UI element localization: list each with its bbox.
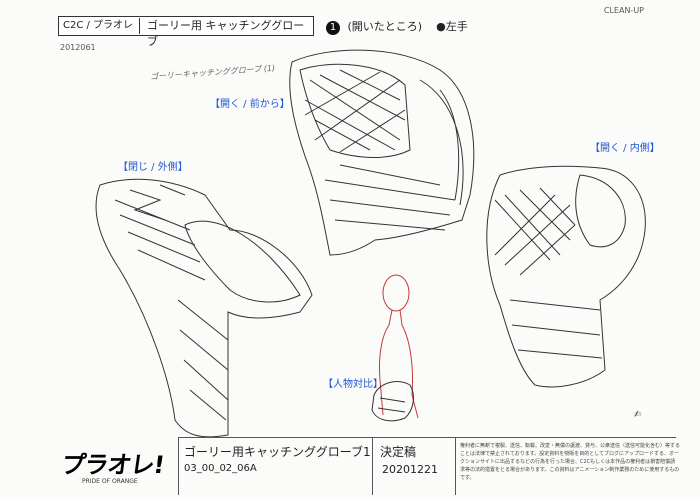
footer-rule (178, 437, 676, 438)
glove-open-inside (486, 165, 646, 388)
footer-divider-1 (178, 437, 179, 495)
label-open-inside: 【開く / 内側】 (590, 143, 660, 154)
clean-up-stamp: CLEAN-UP (603, 6, 644, 15)
label-scale: 【人物対比】 (323, 379, 383, 390)
glove-closed-outside (95, 178, 313, 438)
header-state: (開いたところ) (347, 20, 423, 33)
show-logo: プラオレ! (59, 451, 166, 479)
header-box: C2C / プラオレ ゴーリー用 キャッチンググローブ (58, 16, 314, 48)
header-title: ゴーリー用 キャッチンググローブ (147, 19, 305, 48)
copyright-notice: 権利者に無断で複製、送信、転載、改変・無償の譲渡、貸与、公衆送信（送信可能化含む… (460, 443, 681, 481)
show-logo-sub: PRIDE OF ORANGE (82, 478, 138, 485)
label-closed-outside: 【閉じ / 外側】 (118, 162, 188, 173)
sheet-code: 2012061 (60, 43, 96, 52)
footer-date: 20201221 (382, 463, 438, 476)
footer-divider-2 (372, 437, 373, 495)
footer-title: ゴーリー用キャッチンググローブ1 (184, 445, 371, 459)
footer-code: 03_00_02_06A (184, 463, 257, 474)
footer (0, 437, 700, 497)
glove-open-front (289, 49, 475, 256)
number-badge: 1 (326, 21, 340, 35)
label-open-front: 【開く / 前から】 (210, 99, 290, 110)
footer-divider-3 (455, 437, 456, 495)
header-tag: C2C / プラオレ (63, 18, 140, 34)
footer-final-stamp: 決定稿 (380, 445, 417, 459)
scale-glove (371, 381, 414, 422)
scale-figure (379, 274, 419, 419)
header-right: 1 (開いたところ) ●左手 (322, 18, 468, 35)
header-hand: ●左手 (436, 20, 468, 33)
